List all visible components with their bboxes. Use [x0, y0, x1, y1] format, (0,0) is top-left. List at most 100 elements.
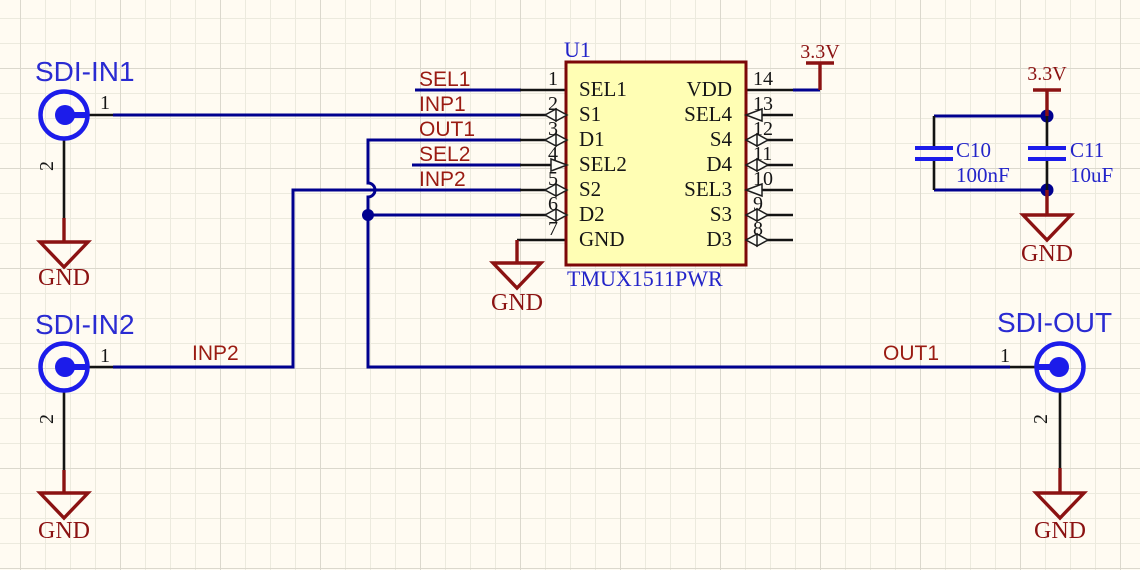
- bidirectional-pin-arrow-icon: [744, 132, 770, 148]
- ic-pin-name: SEL4: [684, 102, 732, 126]
- net-label-sel1[interactable]: SEL1: [419, 68, 471, 91]
- connector-pin-lines: [1010, 365, 1062, 468]
- gnd-symbol-caps[interactable]: [1019, 190, 1075, 243]
- gnd-symbol-sdi-in1[interactable]: [36, 218, 92, 270]
- connector-ring-icon: [1034, 341, 1086, 393]
- ic-pin-number: 6: [548, 193, 558, 215]
- capacitor-c10-value[interactable]: 100nF: [956, 163, 1010, 187]
- gnd-label[interactable]: GND: [38, 518, 90, 544]
- sdi-out-pin2-number: 2: [1030, 414, 1052, 424]
- ic-pin-name: VDD: [686, 77, 733, 101]
- gnd-label[interactable]: GND: [1021, 241, 1073, 267]
- ic-u1-symbol[interactable]: [517, 60, 793, 267]
- ic-pin-number: 12: [753, 118, 773, 140]
- power-bar-icon: [1033, 88, 1061, 116]
- ic-pin-number: 8: [753, 218, 763, 240]
- connector-sdi-in1-designator[interactable]: SDI-IN1: [35, 56, 135, 87]
- capacitor-plates-icon: [915, 146, 953, 161]
- power-rail-label[interactable]: 3.3V: [800, 41, 840, 63]
- net-label-out1-wire[interactable]: OUT1: [883, 342, 940, 365]
- ic-pin-number: 9: [753, 193, 763, 215]
- connector-sdi-out-designator[interactable]: SDI-OUT: [997, 307, 1113, 338]
- sdi-in2-pin2-number: 2: [36, 414, 58, 424]
- ic-pin-name: GND: [579, 227, 625, 251]
- sdi-out-pin1-number: 1: [1000, 345, 1010, 367]
- input-pin-arrow-icon: [743, 107, 763, 123]
- ic-pin-name: SEL2: [579, 152, 627, 176]
- gnd-triangle-icon: [36, 218, 92, 270]
- ic-pin-number: 1: [548, 68, 558, 90]
- ic-pin-name: D1: [579, 127, 605, 151]
- ic-body: [564, 60, 748, 267]
- ic-pin-name: SEL1: [579, 77, 627, 101]
- bidirectional-pin-arrow-icon: [543, 107, 569, 123]
- ic-pin-number: 14: [753, 68, 773, 90]
- power-bar-icon: [806, 61, 834, 90]
- gnd-triangle-icon: [1019, 190, 1075, 243]
- sdi-in1-pin2-number: 2: [36, 161, 58, 171]
- ic-pin-number: 5: [548, 168, 558, 190]
- connector-pin-lines: [62, 113, 113, 218]
- ic-pin-number: 11: [753, 143, 773, 165]
- input-pin-arrow-icon: [550, 157, 570, 173]
- ic-pin-number: 10: [753, 168, 773, 190]
- capacitor-plates-icon: [1028, 146, 1066, 161]
- capacitor-c11-symbol[interactable]: [1028, 116, 1066, 190]
- bidirectional-pin-arrow-icon: [543, 132, 569, 148]
- ic-pin-name: D3: [706, 227, 732, 251]
- wire-segment: [113, 188, 521, 369]
- connector-ring-icon: [38, 89, 90, 141]
- ic-pin-name: S2: [579, 177, 602, 201]
- net-label-sel2[interactable]: SEL2: [419, 143, 471, 166]
- power-rail-3v3-caps[interactable]: [1033, 88, 1061, 116]
- junction-dot: [362, 209, 374, 221]
- wire-net-inp2[interactable]: [113, 188, 521, 369]
- capacitor-c11-value[interactable]: 10uF: [1070, 163, 1114, 187]
- net-label-inp2-wire[interactable]: INP2: [192, 342, 239, 365]
- gnd-label[interactable]: GND: [1034, 518, 1086, 544]
- ic-pin-name: SEL3: [684, 177, 732, 201]
- connector-ring-icon: [38, 341, 90, 393]
- ic-left-pin-lines: [517, 88, 566, 242]
- ic-pin-name: S3: [709, 202, 732, 226]
- bidirectional-pin-arrow-icon: [744, 232, 770, 248]
- ic-pin-name: S1: [579, 102, 602, 126]
- gnd-label[interactable]: GND: [38, 265, 90, 291]
- connector-sdi-in1-symbol[interactable]: [38, 89, 114, 219]
- ic-pin-name: D2: [579, 202, 605, 226]
- capacitor-c10-designator[interactable]: C10: [956, 138, 992, 162]
- ic-pin-number: 2: [548, 93, 558, 115]
- ic-pin-name: D4: [706, 152, 732, 176]
- connector-sdi-in2-symbol[interactable]: [38, 341, 114, 471]
- connector-pin-lines: [62, 365, 113, 470]
- bidirectional-pin-arrow-icon: [543, 182, 569, 198]
- net-label-inp2[interactable]: INP2: [419, 168, 466, 191]
- gnd-symbol-ic[interactable]: [489, 240, 545, 291]
- ic-comment[interactable]: TMUX1511PWR: [567, 266, 723, 291]
- input-pin-arrow-icon: [743, 182, 763, 198]
- ic-pin-number: 7: [548, 218, 558, 240]
- ic-designator[interactable]: U1: [564, 37, 591, 62]
- ic-pin-number: 13: [753, 93, 773, 115]
- capacitor-c11-designator[interactable]: C11: [1070, 138, 1105, 162]
- sdi-in1-pin1-number: 1: [100, 92, 110, 114]
- connector-sdi-out-symbol[interactable]: [1010, 341, 1086, 469]
- gnd-symbol-sdi-in2[interactable]: [36, 470, 92, 521]
- net-label-out1[interactable]: OUT1: [419, 118, 476, 141]
- wire-segment: [934, 114, 1047, 192]
- connector-sdi-in2-designator[interactable]: SDI-IN2: [35, 309, 135, 340]
- power-rail-3v3-ic[interactable]: [806, 61, 834, 90]
- ic-pin-number: 4: [548, 143, 558, 165]
- bidirectional-pin-arrow-icon: [744, 207, 770, 223]
- gnd-label[interactable]: GND: [491, 290, 543, 316]
- capacitor-c10-symbol[interactable]: [915, 116, 953, 190]
- net-label-inp1[interactable]: INP1: [419, 93, 466, 116]
- sdi-in2-pin1-number: 1: [100, 345, 110, 367]
- gnd-triangle-icon: [489, 240, 545, 291]
- bidirectional-pin-arrow-icon: [543, 207, 569, 223]
- bidirectional-pin-arrow-icon: [744, 157, 770, 173]
- gnd-symbol-sdi-out[interactable]: [1032, 468, 1088, 521]
- power-rail-label[interactable]: 3.3V: [1027, 63, 1067, 85]
